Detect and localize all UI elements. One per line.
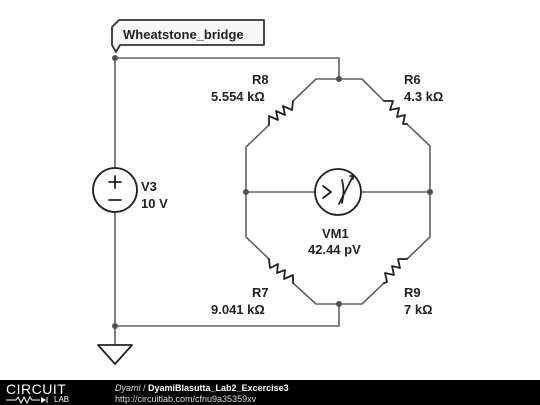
resistor-r8-symbol[interactable] <box>268 100 294 126</box>
r8-value-label: 5.554 kΩ <box>211 89 265 104</box>
circuitlab-logo[interactable]: CIRCUIT LAB <box>6 381 88 404</box>
voltage-source-v3-symbol[interactable] <box>92 167 138 213</box>
vm1-name-label: VM1 <box>322 226 349 241</box>
path-separator: / <box>140 383 149 393</box>
logo-bottom-text: LAB <box>54 395 70 404</box>
schematic-canvas: Wheatstone_bridge <box>92 19 443 365</box>
resistor-r6-symbol[interactable] <box>383 100 408 125</box>
logo-bottom: LAB <box>6 395 69 404</box>
resistor-r7-symbol[interactable] <box>268 258 294 284</box>
wires <box>114 57 431 346</box>
author-link[interactable]: Dyami <box>115 383 141 393</box>
r9-value-label: 7 kΩ <box>404 302 433 317</box>
logo-top-text: CIRCUIT <box>6 381 67 397</box>
v3-name-label: V3 <box>141 179 157 194</box>
net-label-tag[interactable]: Wheatstone_bridge <box>111 19 265 53</box>
r6-name-label: R6 <box>404 72 421 87</box>
project-title-link[interactable]: DyamiBlasutta_Lab2_Excercise3 <box>148 383 289 393</box>
r7-value-label: 9.041 kΩ <box>211 302 265 317</box>
vm1-value-label: 42.44 pV <box>308 242 361 257</box>
voltmeter-vm1-symbol[interactable] <box>314 168 362 216</box>
r7-name-label: R7 <box>252 285 269 300</box>
project-url-link[interactable]: http://circuitlab.com/cfnu9a35359xv <box>115 394 257 404</box>
resistor-logo-icon <box>6 395 48 404</box>
footer-project-line: Dyami / DyamiBlasutta_Lab2_Excercise3 <box>115 383 289 393</box>
r8-name-label: R8 <box>252 72 269 87</box>
v3-value-label: 10 V <box>141 196 168 211</box>
ground-icon[interactable] <box>97 344 133 365</box>
resistor-r9-symbol[interactable] <box>383 258 408 284</box>
junction-nodes <box>112 55 433 329</box>
net-label-text: Wheatstone_bridge <box>123 27 244 42</box>
footer-bar: CIRCUIT LAB Dyami / DyamiBlasutta_Lab2_E… <box>0 380 540 405</box>
r6-value-label: 4.3 kΩ <box>404 89 443 104</box>
r9-name-label: R9 <box>404 285 421 300</box>
